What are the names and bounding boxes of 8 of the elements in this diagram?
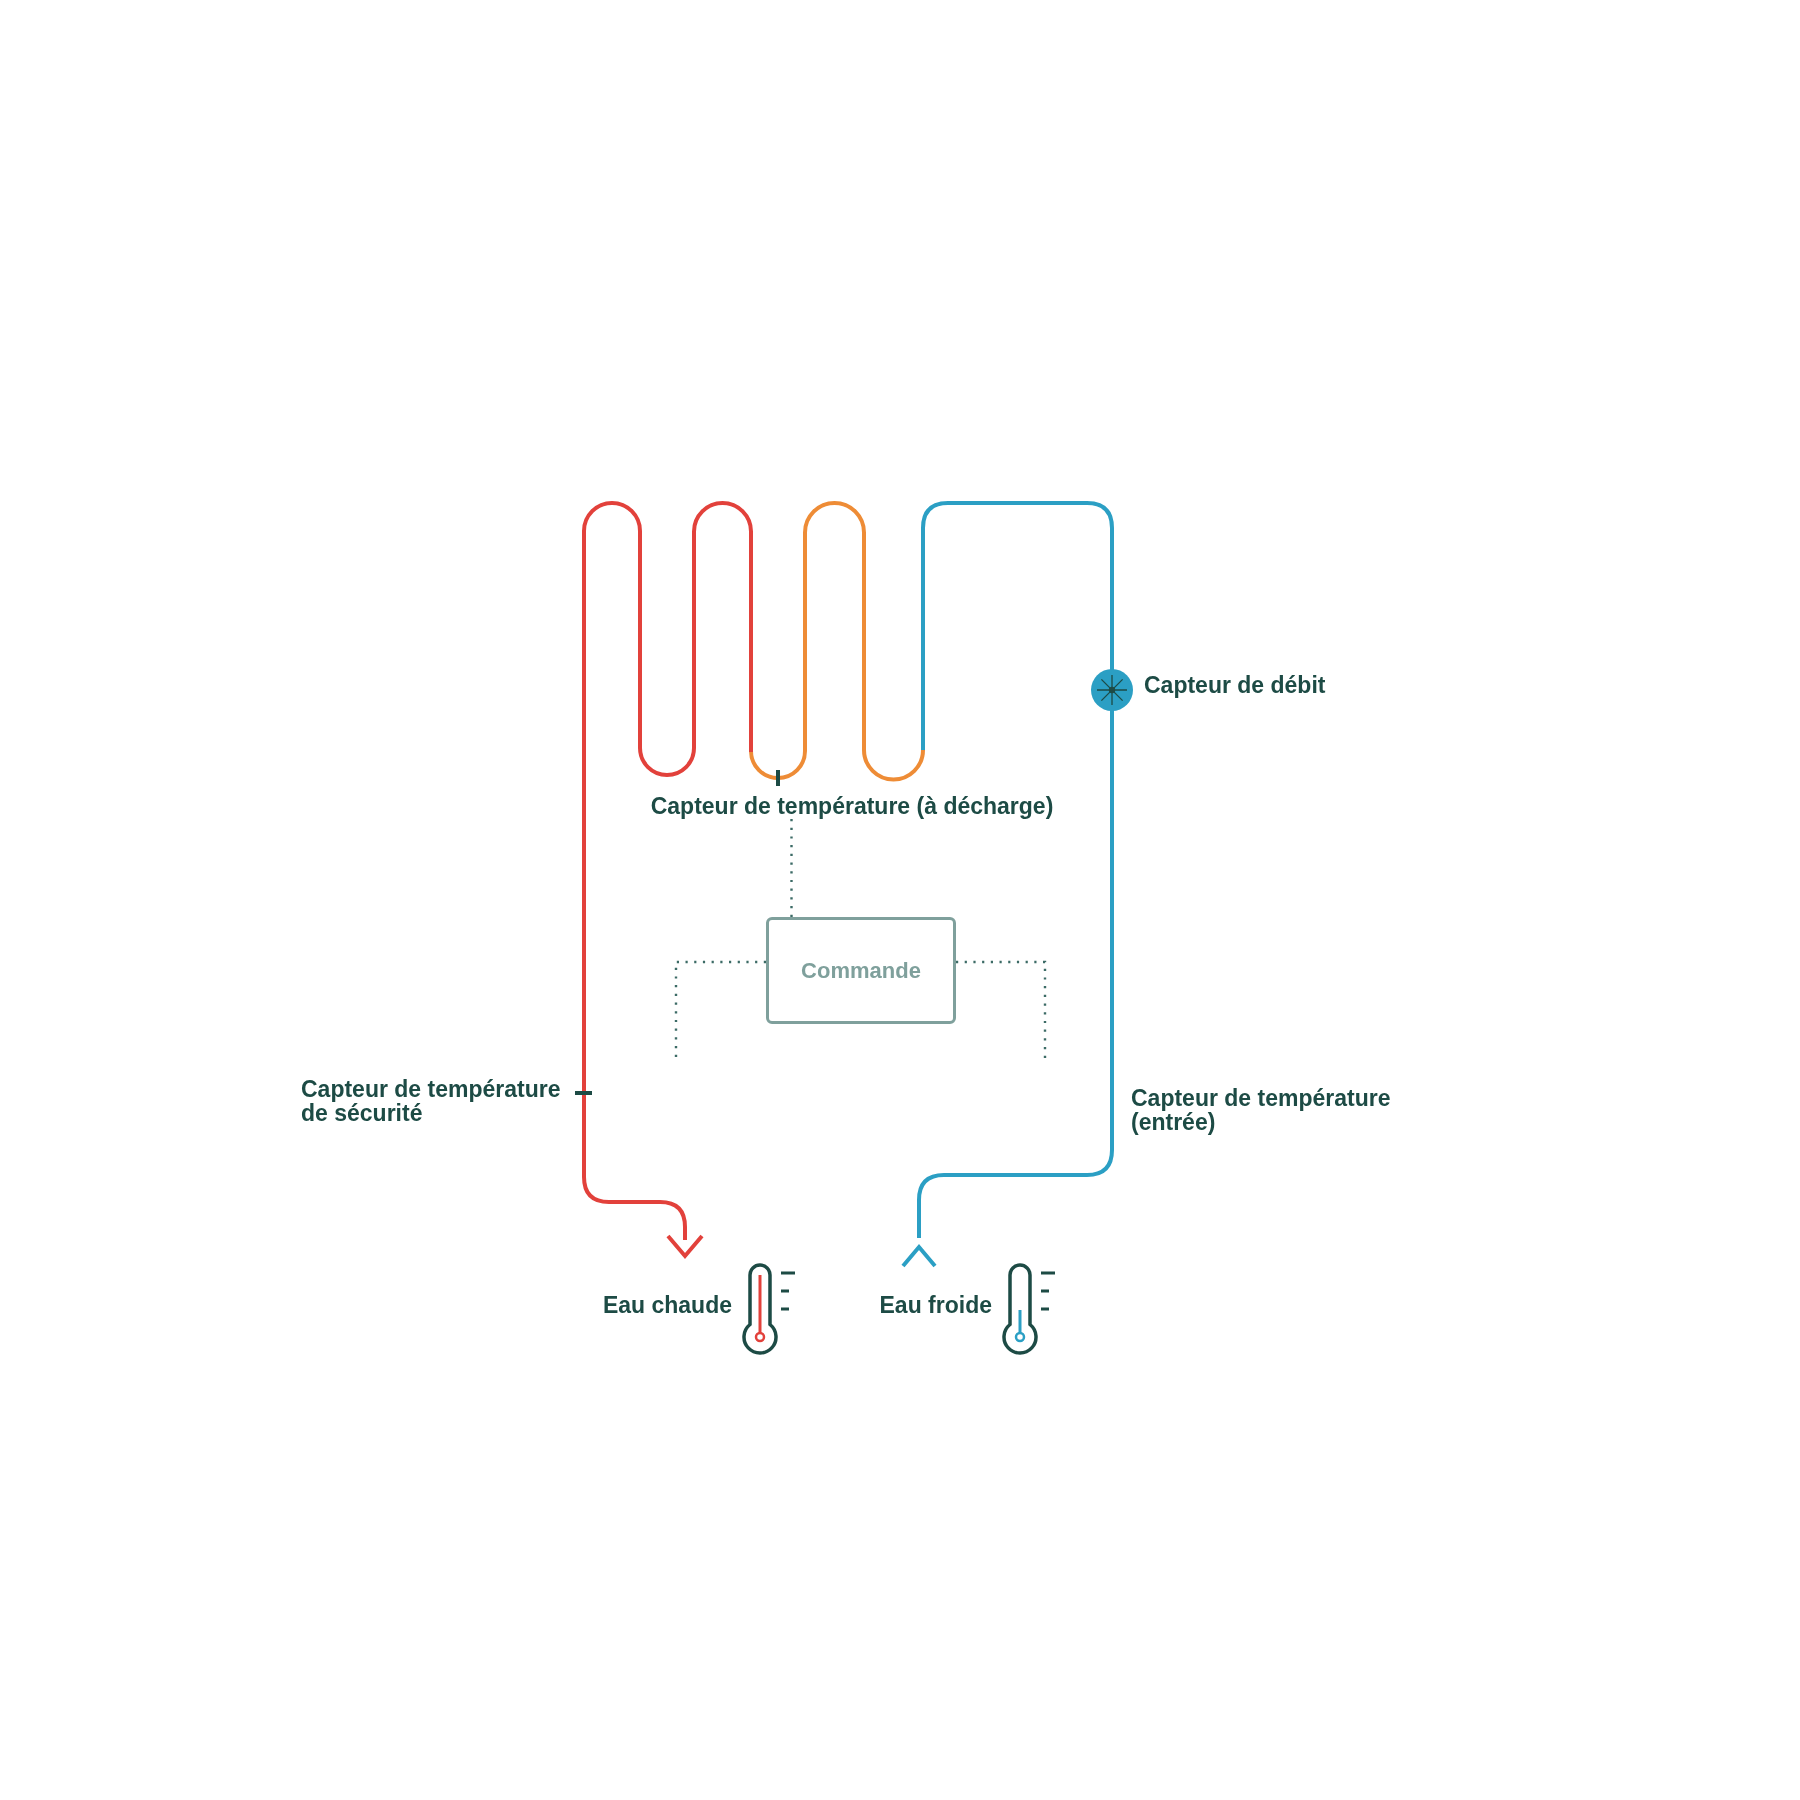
sensor-label: Capteur de température (à décharge) [647,793,1057,819]
sensor-label: Capteur de débit [1144,673,1327,697]
water-label: Eau froide [878,1293,992,1317]
sensor-label: Capteur de température (entrée) [1131,1086,1392,1134]
control-box: Commande [766,917,956,1024]
dotted-connector [790,819,793,917]
sensor-label: Capteur de température de sécurité [301,1077,562,1125]
water-label: Eau chaude [601,1293,732,1317]
